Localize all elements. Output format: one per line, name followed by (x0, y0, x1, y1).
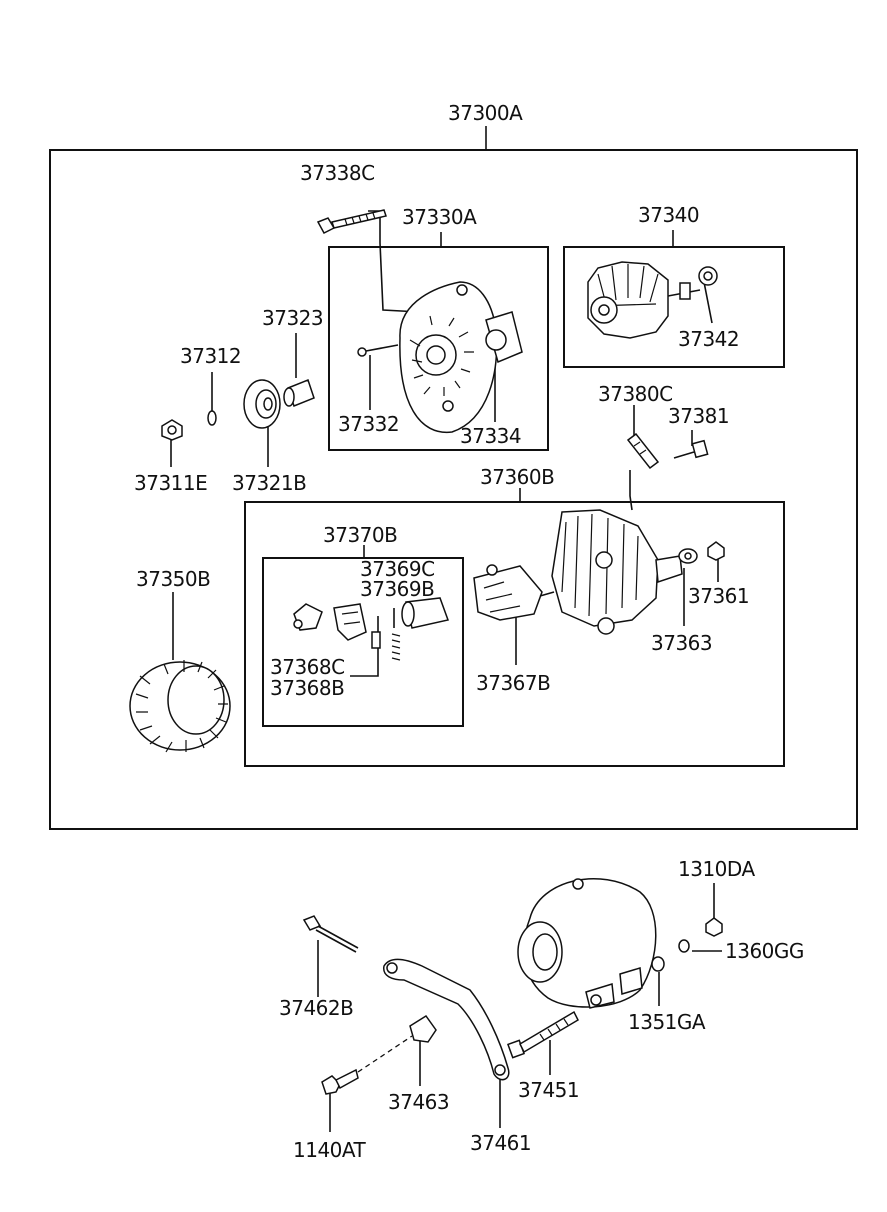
label-37360b: 37360B (480, 465, 554, 489)
label-1351ga: 1351GA (628, 1010, 706, 1034)
label-37451: 37451 (518, 1078, 579, 1102)
label-37338c: 37338C (300, 161, 375, 185)
plate-screw-drawing (626, 432, 709, 470)
brush-holder-drawing (293, 597, 449, 661)
brace-drawing (383, 958, 510, 1081)
alternator-drawing (517, 878, 657, 1009)
label-37380c: 37380C (598, 382, 673, 406)
label-37350b: 37350B (136, 567, 210, 591)
screw-37332-drawing (357, 344, 399, 357)
front-bracket-drawing (399, 281, 523, 434)
label-37323: 37323 (262, 306, 323, 330)
label-37369b: 37369B (360, 577, 434, 601)
rear-bracket-box (244, 501, 785, 767)
label-37368c: 37368C (270, 655, 345, 679)
rear-bracket-drawing (551, 509, 683, 635)
label-37363: 37363 (651, 631, 712, 655)
label-37368b: 37368B (270, 676, 344, 700)
label-1360gg: 1360GG (725, 939, 804, 963)
brush-holder-box (262, 557, 464, 727)
bolt-37338c-drawing (316, 209, 387, 234)
label-37361: 37361 (688, 584, 749, 608)
label-37340: 37340 (638, 203, 699, 227)
rear-nut-bushing-drawing (678, 541, 725, 564)
label-37370b: 37370B (323, 523, 397, 547)
callout-labels: 37300A 37338C 37330A 37340 37342 37323 3… (134, 101, 804, 1162)
front-bracket-box (328, 246, 549, 451)
label-37463: 37463 (388, 1090, 449, 1114)
leader-lines (170, 126, 722, 1132)
rotor-box (563, 246, 785, 368)
label-37330a: 37330A (402, 205, 477, 229)
regulator-drawing (473, 564, 555, 621)
label-37321b: 37321B (232, 471, 306, 495)
label-37332: 37332 (338, 412, 399, 436)
bracket-piece-drawing (409, 1014, 437, 1043)
label-37312: 37312 (180, 344, 241, 368)
label-37311e: 37311E (134, 471, 207, 495)
label-37381: 37381 (668, 404, 729, 428)
bolt-1140at-drawing (321, 1035, 413, 1095)
pulley-drawing (243, 379, 281, 429)
stator-drawing (129, 660, 231, 753)
label-1310da: 1310DA (678, 857, 755, 881)
label-37300a: 37300A (448, 101, 523, 125)
label-37342: 37342 (678, 327, 739, 351)
assembly-box (49, 149, 858, 830)
label-1140at: 1140AT (293, 1138, 367, 1162)
label-37462b: 37462B (279, 996, 353, 1020)
label-37367b: 37367B (476, 671, 550, 695)
washer-nut-drawing (161, 410, 217, 441)
spacer-drawing (283, 379, 315, 407)
label-37369c: 37369C (360, 557, 435, 581)
rotor-drawing (587, 261, 718, 339)
label-37334: 37334 (460, 424, 521, 448)
through-bolt-drawing (507, 1010, 579, 1059)
mount-hardware-drawing (651, 917, 723, 972)
label-37461: 37461 (470, 1131, 531, 1155)
bolt-37462b-drawing (302, 915, 359, 953)
